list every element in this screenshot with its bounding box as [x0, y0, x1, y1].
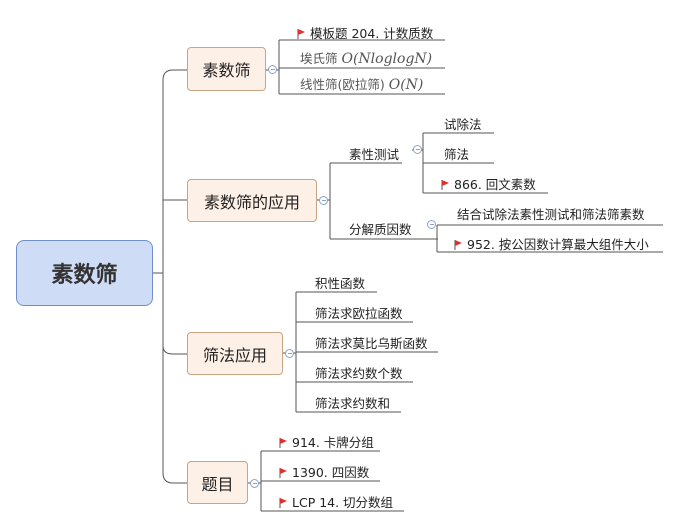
- flag-icon: [454, 240, 462, 250]
- branch-sieve-application[interactable]: 素数筛的应用: [187, 179, 317, 222]
- flag-icon: [297, 29, 305, 39]
- collapse-toggle-icon[interactable]: [285, 349, 294, 358]
- node-linear-sieve[interactable]: 线性筛(欧拉筛) O(N): [300, 74, 423, 93]
- node-label: 埃氏筛: [300, 51, 342, 66]
- node-template-problem[interactable]: 模板题 204. 计数质数: [297, 23, 433, 42]
- collapse-toggle-icon[interactable]: [268, 65, 277, 74]
- node-problem-1390[interactable]: 1390. 四因数: [279, 462, 369, 481]
- node-problem-lcp14[interactable]: LCP 14. 切分数组: [279, 492, 393, 511]
- complexity-formula: O(NloglogN): [341, 51, 433, 67]
- branch-sieve[interactable]: 素数筛: [187, 47, 266, 91]
- complexity-formula: O(N): [388, 77, 424, 93]
- collapse-toggle-icon[interactable]: [413, 145, 422, 154]
- node-label: LCP 14. 切分数组: [292, 495, 394, 510]
- branch-sieve-use[interactable]: 筛法应用: [187, 332, 283, 375]
- node-label: 914. 卡牌分组: [292, 435, 374, 450]
- node-label: 952. 按公因数计算最大组件大小: [467, 237, 649, 252]
- node-combined-method[interactable]: 结合试除法素性测试和筛法筛素数: [457, 207, 645, 222]
- node-factorization[interactable]: 分解质因数: [349, 222, 412, 237]
- flag-icon: [279, 438, 287, 448]
- node-eratosthenes[interactable]: 埃氏筛 O(NloglogN): [300, 48, 432, 67]
- node-divisor-sum[interactable]: 筛法求约数和: [315, 396, 391, 411]
- flag-icon: [441, 180, 449, 190]
- node-label: 模板题 204. 计数质数: [310, 26, 434, 41]
- node-label: 866. 回文素数: [454, 177, 536, 192]
- node-problem-866[interactable]: 866. 回文素数: [441, 174, 536, 193]
- branch-problems[interactable]: 题目: [187, 461, 248, 504]
- collapse-toggle-icon[interactable]: [427, 220, 436, 229]
- flag-icon: [279, 498, 287, 508]
- node-euler-function[interactable]: 筛法求欧拉函数: [315, 306, 403, 321]
- node-label: 线性筛(欧拉筛): [300, 77, 389, 92]
- node-problem-914[interactable]: 914. 卡牌分组: [279, 432, 374, 451]
- node-label: 1390. 四因数: [292, 465, 370, 480]
- node-primality-test[interactable]: 素性测试: [349, 147, 400, 162]
- node-sieve-method[interactable]: 筛法: [444, 147, 470, 162]
- node-mobius-function[interactable]: 筛法求莫比乌斯函数: [315, 336, 428, 351]
- node-problem-952[interactable]: 952. 按公因数计算最大组件大小: [454, 234, 649, 253]
- node-divisor-count[interactable]: 筛法求约数个数: [315, 366, 403, 381]
- node-trial-division[interactable]: 试除法: [444, 117, 482, 132]
- node-multiplicative-function[interactable]: 积性函数: [315, 276, 366, 291]
- flag-icon: [279, 468, 287, 478]
- collapse-toggle-icon[interactable]: [319, 196, 328, 205]
- collapse-toggle-icon[interactable]: [250, 479, 259, 488]
- root-node[interactable]: 素数筛: [16, 240, 153, 306]
